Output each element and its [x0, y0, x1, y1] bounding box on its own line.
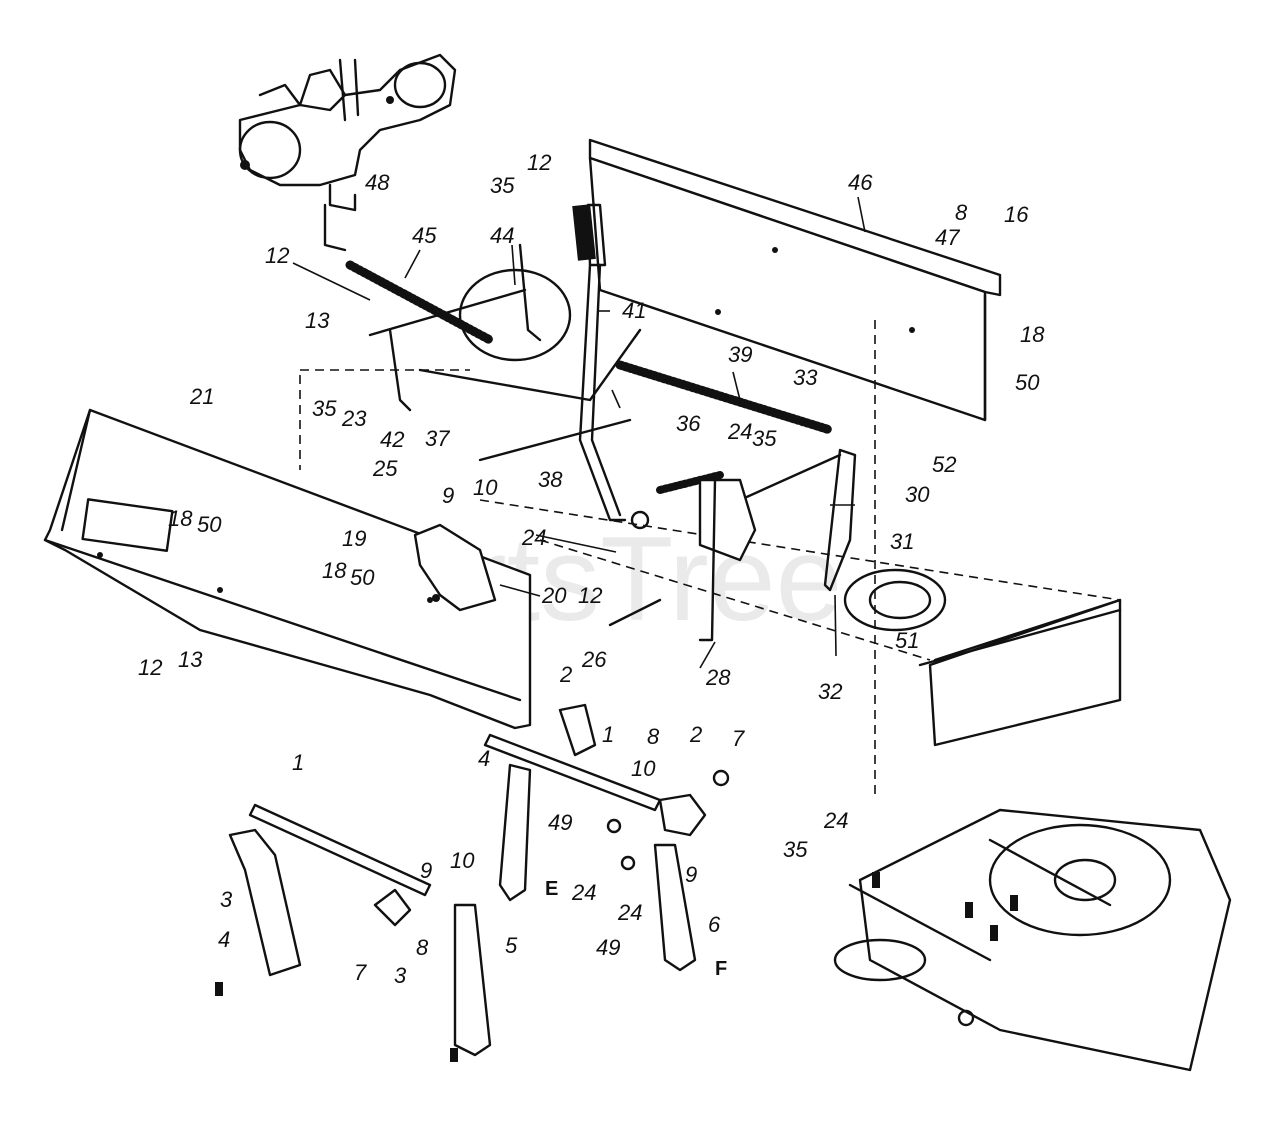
part-label-31: 31 [890, 529, 914, 554]
connection-label-f: F [715, 958, 727, 980]
part-label-9: 9 [420, 858, 432, 883]
part-label-5: 5 [505, 933, 518, 958]
part-label-50: 50 [350, 565, 375, 590]
part-label-19: 19 [342, 526, 366, 551]
part-label-46: 46 [848, 170, 873, 195]
part-number-labels: 48 12 35 46 8 16 47 44 45 12 41 18 50 13… [138, 150, 1045, 988]
part-label-8: 8 [416, 935, 429, 960]
part-label-18: 18 [1020, 322, 1045, 347]
part-label-49: 49 [548, 810, 572, 835]
part-label-26: 26 [581, 647, 607, 672]
part-label-2: 2 [559, 662, 572, 687]
part-label-28: 28 [705, 665, 731, 690]
part-label-6: 6 [708, 912, 721, 937]
part-label-1: 1 [602, 722, 614, 747]
part-label-51: 51 [895, 628, 919, 653]
part-label-12: 12 [265, 243, 289, 268]
left-front-linkage [215, 803, 492, 1062]
part-label-37: 37 [425, 426, 450, 451]
part-label-12: 12 [138, 655, 162, 680]
part-label-21: 21 [189, 384, 214, 409]
part-label-12: 12 [578, 583, 602, 608]
part-label-16: 16 [1004, 202, 1029, 227]
lift-handle [572, 203, 627, 522]
engine-illustration [238, 53, 457, 252]
part-label-49: 49 [596, 935, 620, 960]
part-label-24: 24 [521, 525, 546, 550]
part-label-39: 39 [728, 342, 752, 367]
part-label-10: 10 [473, 475, 498, 500]
part-label-38: 38 [538, 467, 563, 492]
part-label-24: 24 [617, 900, 642, 925]
part-label-20: 20 [541, 583, 567, 608]
front-shield [43, 408, 532, 730]
part-label-4: 4 [478, 746, 490, 771]
part-label-47: 47 [935, 225, 960, 250]
part-label-24: 24 [727, 419, 752, 444]
part-label-24: 24 [571, 880, 596, 905]
connection-letter-labels: E F [545, 878, 727, 980]
part-label-12: 12 [527, 150, 551, 175]
part-label-30: 30 [905, 482, 930, 507]
part-label-44: 44 [490, 223, 514, 248]
part-label-24: 24 [823, 808, 848, 833]
part-label-35: 35 [312, 396, 337, 421]
part-label-42: 42 [380, 427, 404, 452]
part-label-52: 52 [932, 452, 956, 477]
part-label-35: 35 [783, 837, 808, 862]
part-label-50: 50 [197, 512, 222, 537]
part-label-3: 3 [220, 887, 233, 912]
rear-panel [588, 138, 1002, 422]
part-label-25: 25 [372, 456, 398, 481]
center-linkage [483, 703, 730, 972]
part-label-8: 8 [647, 724, 660, 749]
leader-lines [292, 196, 866, 669]
part-label-13: 13 [178, 647, 203, 672]
part-label-35: 35 [490, 173, 515, 198]
part-label-50: 50 [1015, 370, 1040, 395]
deck-body [299, 268, 1122, 800]
part-label-7: 7 [732, 726, 745, 751]
part-label-18: 18 [168, 506, 193, 531]
mower-deck [833, 808, 1232, 1072]
part-label-9: 9 [685, 862, 697, 887]
part-label-32: 32 [818, 679, 842, 704]
part-label-36: 36 [676, 411, 701, 436]
part-label-10: 10 [450, 848, 475, 873]
part-label-41: 41 [622, 298, 646, 323]
part-label-45: 45 [412, 223, 437, 248]
part-label-23: 23 [341, 406, 367, 431]
part-label-48: 48 [365, 170, 390, 195]
part-label-9: 9 [442, 483, 454, 508]
part-label-18: 18 [322, 558, 347, 583]
part-label-3: 3 [394, 963, 407, 988]
part-label-4: 4 [218, 927, 230, 952]
part-label-10: 10 [631, 756, 656, 781]
part-label-35: 35 [752, 426, 777, 451]
part-label-33: 33 [793, 365, 818, 390]
part-label-1: 1 [292, 750, 304, 775]
part-label-13: 13 [305, 308, 330, 333]
belt-guard [413, 523, 497, 612]
springs-and-rods [345, 260, 842, 627]
part-label-8: 8 [955, 200, 968, 225]
part-label-7: 7 [354, 960, 367, 985]
connection-label-e: E [545, 878, 558, 900]
part-label-2: 2 [689, 722, 702, 747]
lift-brackets [388, 243, 857, 642]
